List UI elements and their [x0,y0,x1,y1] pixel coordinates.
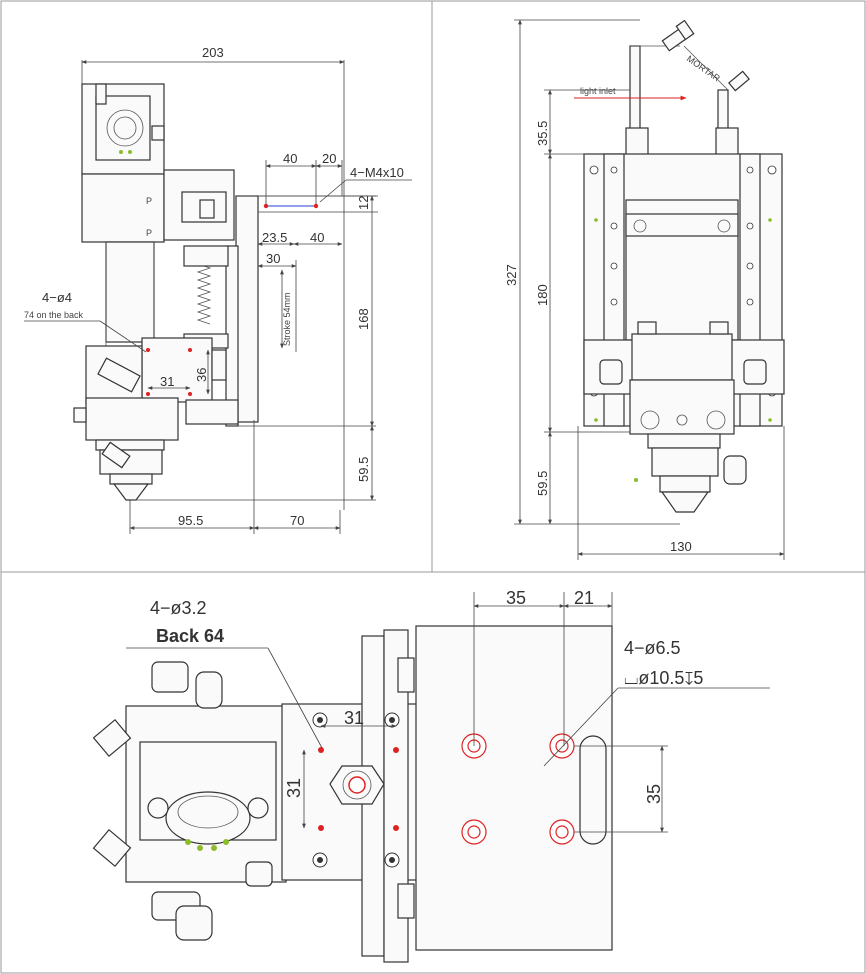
dim-95-5: 95.5 [178,513,203,528]
dim-59-5-side: 59.5 [356,457,371,482]
label-mortar: MORTAR [685,53,722,83]
dim-holes-4-d4: 4−ø4 [42,290,72,305]
p-marker-2: P [146,228,152,238]
dim-130: 130 [670,539,692,554]
dim-21: 21 [574,588,594,608]
dim-180: 180 [535,284,550,306]
dim-20: 20 [322,151,336,166]
label-light-inlet: light inlet [580,86,616,96]
dim-35-5: 35.5 [535,121,550,146]
dim-23-5: 23.5 [262,230,287,245]
side-view: P P 203 40 20 4−M4x10 12 23.5 40 30 Stro… [24,45,412,534]
dim-40-lower: 40 [310,230,324,245]
front-view: MORTAR light inlet [504,19,785,560]
dim-74-on-back: 74 on the back [24,310,84,320]
dim-holes-4-d6-5: 4−ø6.5 [624,638,681,658]
dim-168: 168 [356,308,371,330]
dim-stroke-54mm: Stroke 54mm [282,292,292,346]
dim-back-64: Back 64 [156,626,224,646]
dim-31-side: 31 [160,374,174,389]
dim-counterbore: ⌴ø10.5↧5 [624,668,703,688]
dim-12: 12 [356,196,371,210]
dim-31-vertical: 31 [284,778,304,798]
dim-36: 36 [194,368,209,382]
p-marker-1: P [146,196,152,206]
dim-30: 30 [266,251,280,266]
dim-thread-m4: 4−M4x10 [350,165,404,180]
dim-203: 203 [202,45,224,60]
dim-35-right: 35 [644,784,664,804]
dim-35-top: 35 [506,588,526,608]
dim-40-top: 40 [283,151,297,166]
dim-327: 327 [504,264,519,286]
dim-31-horizontal: 31 [344,708,364,728]
detail-view: 35 21 4−ø6.5 ⌴ø10.5↧5 35 4−ø3.2 Back 64 … [92,588,770,963]
dim-70: 70 [290,513,304,528]
dim-holes-4-d3-2: 4−ø3.2 [150,598,207,618]
dim-59-5-front: 59.5 [535,471,550,496]
